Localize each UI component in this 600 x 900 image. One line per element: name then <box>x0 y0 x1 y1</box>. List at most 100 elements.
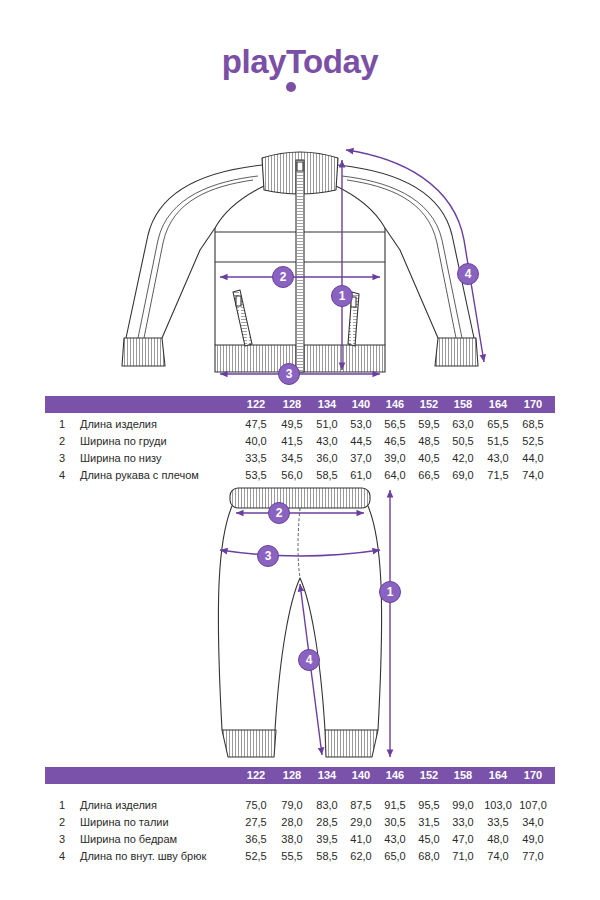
table-cell: 43,0 <box>487 452 508 465</box>
callout-number: 2 <box>272 266 294 288</box>
table-cell: 59,5 <box>418 418 439 431</box>
table-cell: 38,0 <box>281 833 302 846</box>
size-header: 158 <box>454 398 472 411</box>
table-cell: 56,0 <box>281 469 302 482</box>
table-cell: 77,0 <box>522 850 543 863</box>
table-cell: 61,0 <box>350 469 371 482</box>
table-cell: 62,0 <box>350 850 371 863</box>
measure-lines <box>220 490 390 757</box>
size-header: 164 <box>489 769 507 782</box>
table-cell: 41,5 <box>281 435 302 448</box>
table-cell: 46,5 <box>384 435 405 448</box>
row-number: 3 <box>59 833 65 846</box>
table-cell: 43,0 <box>316 435 337 448</box>
callout-text: 3 <box>286 368 293 380</box>
table-cell: 33,5 <box>245 452 266 465</box>
logo-dot <box>286 82 296 92</box>
table-cell: 91,5 <box>384 799 405 812</box>
size-header: 152 <box>420 769 438 782</box>
table-cell: 51,5 <box>487 435 508 448</box>
table-cell: 53,0 <box>350 418 371 431</box>
table-cell: 49,0 <box>522 833 543 846</box>
table-cell: 44,0 <box>522 452 543 465</box>
table-cell: 50,5 <box>452 435 473 448</box>
table-cell: 74,0 <box>522 469 543 482</box>
row-number: 2 <box>59 816 65 829</box>
row-name: Ширина по низу <box>80 452 162 465</box>
table-cell: 56,5 <box>384 418 405 431</box>
table-cell: 95,5 <box>418 799 439 812</box>
size-header: 140 <box>352 769 370 782</box>
callout-text: 1 <box>387 586 394 598</box>
size-header: 152 <box>420 398 438 411</box>
callout-text: 3 <box>265 550 272 562</box>
table-cell: 44,5 <box>350 435 371 448</box>
table-cell: 71,5 <box>487 469 508 482</box>
table-cell: 36,5 <box>245 833 266 846</box>
table-cell: 34,5 <box>281 452 302 465</box>
table-cell: 65,5 <box>487 418 508 431</box>
row-number: 1 <box>59 799 65 812</box>
table-cell: 27,5 <box>245 816 266 829</box>
table-cell: 43,0 <box>384 833 405 846</box>
table-cell: 69,0 <box>452 469 473 482</box>
size-header: 146 <box>386 398 404 411</box>
row-name: Длина по внут. шву брюк <box>80 850 206 863</box>
callout-text: 2 <box>276 507 283 519</box>
measure-lines <box>220 150 484 374</box>
table-cell: 99,0 <box>452 799 473 812</box>
row-name: Ширина по талии <box>80 816 169 829</box>
table-cell: 42,0 <box>452 452 473 465</box>
size-header: 134 <box>318 769 336 782</box>
table-cell: 36,0 <box>316 452 337 465</box>
size-header: 140 <box>352 398 370 411</box>
callout-number: 1 <box>379 581 401 603</box>
table-cell: 40,0 <box>245 435 266 448</box>
size-header: 128 <box>283 769 301 782</box>
brand-logo: playToday <box>222 43 378 81</box>
callout-number: 1 <box>331 285 353 307</box>
table-cell: 71,0 <box>452 850 473 863</box>
callout-text: 2 <box>280 271 287 283</box>
table-cell: 107,0 <box>519 799 547 812</box>
size-header: 134 <box>318 398 336 411</box>
table-cell: 48,0 <box>487 833 508 846</box>
size-header: 170 <box>524 398 542 411</box>
table-cell: 49,5 <box>281 418 302 431</box>
table-cell: 39,5 <box>316 833 337 846</box>
callout-number: 2 <box>268 502 290 524</box>
table-cell: 33,0 <box>452 816 473 829</box>
row-number: 2 <box>59 435 65 448</box>
size-header: 170 <box>524 769 542 782</box>
table-cell: 64,0 <box>384 469 405 482</box>
table-cell: 75,0 <box>245 799 266 812</box>
callout-number: 4 <box>298 649 320 671</box>
table-cell: 68,0 <box>418 850 439 863</box>
callout-text: 4 <box>306 654 313 666</box>
pants-drawing <box>218 488 381 757</box>
table-cell: 63,0 <box>452 418 473 431</box>
table-cell: 29,0 <box>350 816 371 829</box>
table-cell: 74,0 <box>487 850 508 863</box>
table-cell: 47,0 <box>452 833 473 846</box>
table-cell: 103,0 <box>484 799 512 812</box>
callout-number: 3 <box>278 363 300 385</box>
row-number: 4 <box>59 469 65 482</box>
table-cell: 31,5 <box>418 816 439 829</box>
table-cell: 34,0 <box>522 816 543 829</box>
table-cell: 37,0 <box>350 452 371 465</box>
table-cell: 39,0 <box>384 452 405 465</box>
jacket-drawing <box>122 152 478 372</box>
table-cell: 87,5 <box>350 799 371 812</box>
table-cell: 28,5 <box>316 816 337 829</box>
table-cell: 52,5 <box>522 435 543 448</box>
table-cell: 33,5 <box>487 816 508 829</box>
table-header-bar <box>45 396 555 413</box>
table-cell: 30,5 <box>384 816 405 829</box>
size-header: 146 <box>386 769 404 782</box>
table-cell: 51,0 <box>316 418 337 431</box>
table-cell: 68,5 <box>522 418 543 431</box>
table-cell: 47,5 <box>245 418 266 431</box>
